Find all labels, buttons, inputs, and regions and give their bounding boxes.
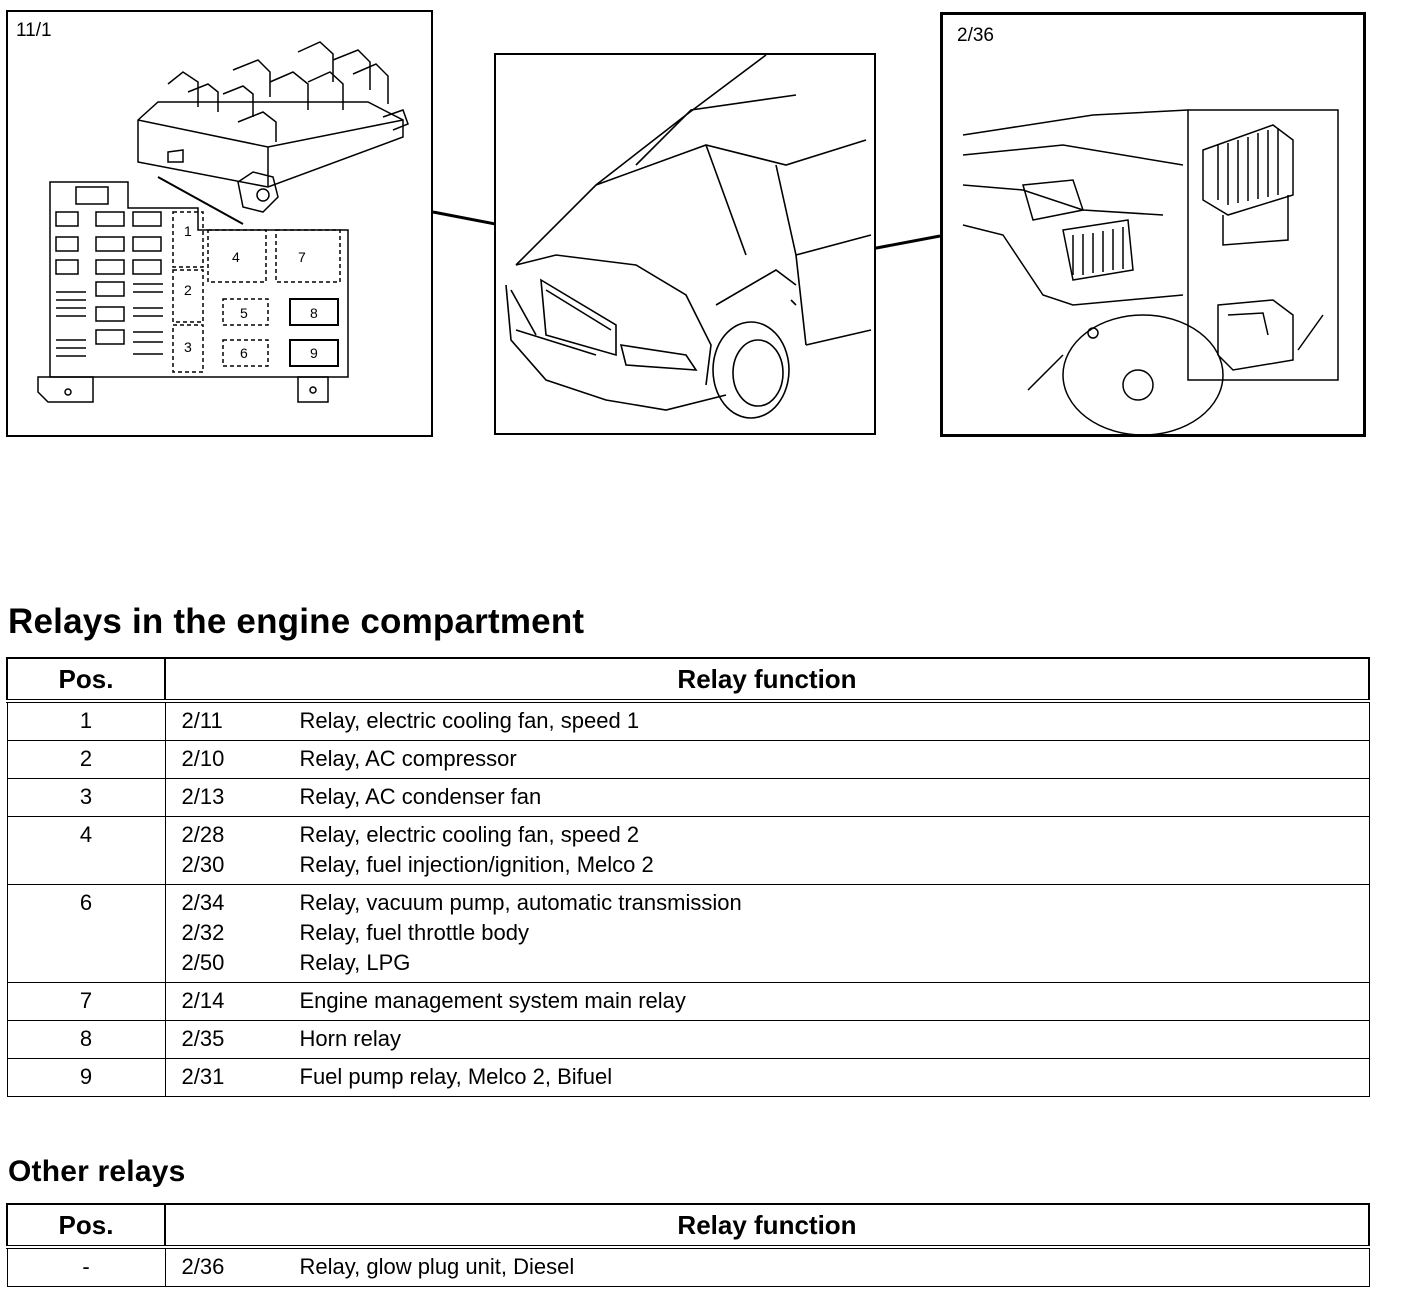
- relay-box-figure: 11/1: [6, 10, 433, 437]
- function-column-header: Relay function: [164, 657, 1370, 703]
- relay-code: 2/31: [181, 1064, 225, 1089]
- pos-column-header: Pos.: [6, 657, 166, 703]
- relay-code: 2/28: [181, 822, 225, 847]
- relay-description: Horn relay: [299, 1026, 401, 1051]
- glow-plug-relay-figure: 2/36: [940, 12, 1366, 437]
- pos-column-header: Pos.: [6, 1203, 166, 1249]
- table-row: 8 2/35 Horn relay: [6, 1020, 1370, 1059]
- relay-description: Relay, electric cooling fan, speed 2: [299, 822, 640, 847]
- relay-code: 2/34: [181, 890, 225, 915]
- table-header-row: Pos. Relay function: [6, 657, 1370, 703]
- relay-code: 2/36: [181, 1254, 225, 1279]
- relay-position: 7: [6, 982, 166, 1021]
- table-header-row: Pos. Relay function: [6, 1203, 1370, 1249]
- relay-position: 9: [6, 1058, 166, 1097]
- relay-functions-cell: 2/10 Relay, AC compressor: [164, 740, 1370, 779]
- car-location-figure: [494, 53, 876, 435]
- glow-plug-figure-label: 2/36: [957, 25, 994, 46]
- relay-functions-cell: 2/36 Relay, glow plug unit, Diesel: [164, 1246, 1370, 1287]
- relay-description: Fuel pump relay, Melco 2, Bifuel: [299, 1064, 613, 1089]
- table-row: 9 2/31 Fuel pump relay, Melco 2, Bifuel: [6, 1058, 1370, 1097]
- relay-description: Relay, AC compressor: [299, 746, 517, 771]
- table-row: 6 2/34 Relay, vacuum pump, automatic trans…: [6, 884, 1370, 983]
- relay-box-number: 3: [184, 339, 192, 355]
- relay-box-number: 2: [184, 282, 192, 298]
- relay-code: 2/50: [181, 950, 225, 975]
- other-relays-title: Other relays: [8, 1155, 186, 1188]
- relay-description: Relay, LPG: [299, 950, 411, 975]
- relay-box-number: 7: [298, 249, 306, 265]
- relay-entry: 2/32 Relay, fuel throttle body: [182, 918, 1369, 948]
- engine-relays-title: Relays in the engine compartment: [8, 602, 585, 641]
- relay-entry: 2/28 Relay, electric cooling fan, speed 2: [182, 820, 1369, 850]
- relay-code: 2/11: [181, 708, 223, 733]
- relay-position: -: [6, 1246, 166, 1287]
- relay-description: Relay, fuel throttle body: [299, 920, 530, 945]
- other-relays-table: Pos. Relay function -2/36 Relay, glow plu…: [6, 1203, 1370, 1287]
- table-row: -2/36 Relay, glow plug unit, Diesel: [6, 1246, 1370, 1287]
- relay-position: 8: [6, 1020, 166, 1059]
- relay-functions-cell: 2/34 Relay, vacuum pump, automatic transm…: [164, 884, 1370, 983]
- relay-entry: 2/35 Horn relay: [182, 1024, 1369, 1054]
- relay-code: 2/35: [181, 1026, 225, 1051]
- relay-code: 2/14: [181, 988, 225, 1013]
- relay-functions-cell: 2/28 Relay, electric cooling fan, speed 2…: [164, 816, 1370, 885]
- table-row: 7 2/14 Engine management system main relay: [6, 982, 1370, 1021]
- relay-description: Engine management system main relay: [299, 988, 686, 1013]
- relay-functions-cell: 2/35 Horn relay: [164, 1020, 1370, 1059]
- relay-code: 2/10: [181, 746, 225, 771]
- relay-position: 4: [6, 816, 166, 885]
- table-row: 2 2/10 Relay, AC compressor: [6, 740, 1370, 779]
- relay-code: 2/32: [181, 920, 225, 945]
- relay-description: Relay, vacuum pump, automatic transmissi…: [299, 890, 742, 915]
- relay-functions-cell: 2/31 Fuel pump relay, Melco 2, Bifuel: [164, 1058, 1370, 1097]
- relay-box-number: 6: [240, 345, 248, 361]
- relay-entry: 2/36 Relay, glow plug unit, Diesel: [182, 1252, 1369, 1282]
- relay-entry: 2/14 Engine management system main relay: [182, 986, 1369, 1016]
- table-row: 4 2/28 Relay, electric cooling fan, speed …: [6, 816, 1370, 885]
- relay-entry: 2/50 Relay, LPG: [182, 948, 1369, 978]
- relay-functions-cell: 2/11 Relay, electric cooling fan, speed 1: [164, 700, 1370, 741]
- table-row: 1 2/11 Relay, electric cooling fan, speed …: [6, 700, 1370, 741]
- relay-entry: 2/11 Relay, electric cooling fan, speed 1: [182, 706, 1369, 736]
- relay-position: 3: [6, 778, 166, 817]
- relay-code: 2/13: [181, 784, 225, 809]
- relay-box-number: 1: [184, 223, 192, 239]
- glow-plug-drawing: [962, 109, 1339, 434]
- relay-position: 2: [6, 740, 166, 779]
- relay-functions-cell: 2/13 Relay, AC condenser fan: [164, 778, 1370, 817]
- relay-description: Relay, glow plug unit, Diesel: [299, 1254, 575, 1279]
- relay-box-number: 8: [310, 305, 318, 321]
- relay-description: Relay, fuel injection/ignition, Melco 2: [299, 852, 654, 877]
- relay-code: 2/30: [181, 852, 225, 877]
- relay-box-number: 4: [232, 249, 240, 265]
- car-drawing: [505, 55, 872, 419]
- relay-functions-cell: 2/14 Engine management system main relay: [164, 982, 1370, 1021]
- relay-entry: 2/30 Relay, fuel injection/ignition, Melc…: [182, 850, 1369, 880]
- relay-position: 1: [6, 700, 166, 741]
- relay-description: Relay, electric cooling fan, speed 1: [299, 708, 640, 733]
- relay-entry: 2/10 Relay, AC compressor: [182, 744, 1369, 774]
- relay-box-drawing: 1 2 3 4 5 6 7 8 9: [37, 41, 409, 403]
- relay-box-number: 5: [240, 305, 248, 321]
- function-column-header: Relay function: [164, 1203, 1370, 1249]
- relay-entry: 2/13 Relay, AC condenser fan: [182, 782, 1369, 812]
- relay-entry: 2/31 Fuel pump relay, Melco 2, Bifuel: [182, 1062, 1369, 1092]
- relay-position: 6: [6, 884, 166, 983]
- relay-box-number: 9: [310, 345, 318, 361]
- relay-box-figure-label: 11/1: [16, 20, 52, 41]
- relay-description: Relay, AC condenser fan: [299, 784, 542, 809]
- table-row: 3 2/13 Relay, AC condenser fan: [6, 778, 1370, 817]
- relay-entry: 2/34 Relay, vacuum pump, automatic transm…: [182, 888, 1369, 918]
